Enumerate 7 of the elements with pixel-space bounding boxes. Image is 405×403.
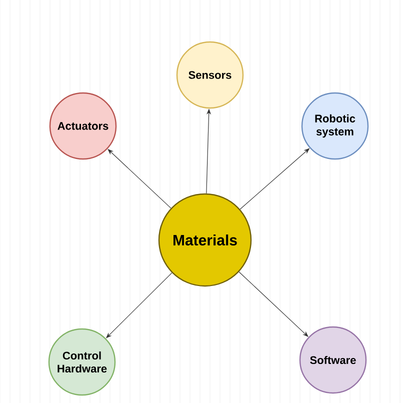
circle-node: Software [299, 326, 367, 394]
circle-node: Sensors [176, 41, 244, 109]
circle-node: Actuators [49, 92, 117, 160]
circle-node: Robotic system [301, 92, 369, 160]
circle-node: Control Hardware [48, 328, 116, 396]
circle-node: Materials [158, 193, 252, 287]
arrow [238, 272, 308, 337]
